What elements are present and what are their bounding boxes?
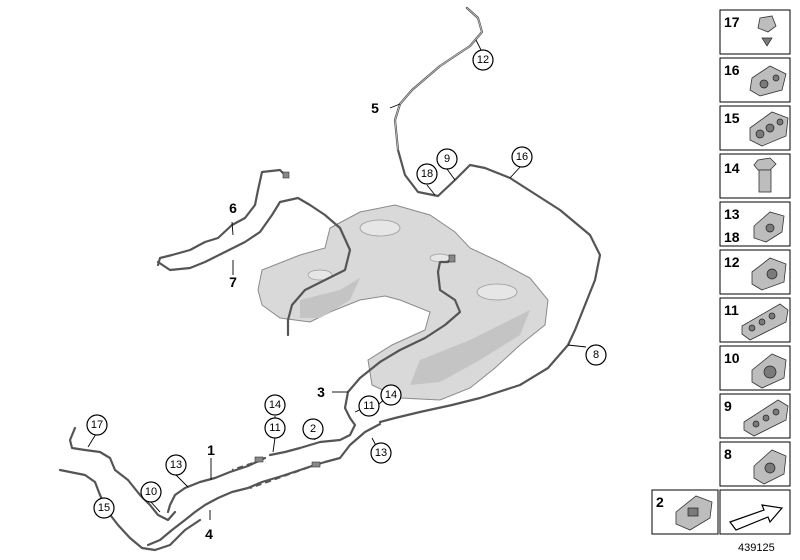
callout-11-a: 11 — [264, 417, 286, 439]
bracket-clip-icon — [751, 257, 787, 291]
svg-text:15: 15 — [98, 502, 110, 514]
svg-text:11: 11 — [269, 422, 280, 434]
callouts: 12 9 18 16 8 14 11 2 — [86, 49, 607, 519]
callout-8: 8 — [585, 344, 607, 366]
pipe-4 — [146, 422, 382, 547]
panel-item-9[interactable]: 9 — [719, 393, 791, 439]
svg-text:2: 2 — [310, 423, 316, 435]
callout-2: 2 — [302, 418, 324, 440]
panel-item-14[interactable]: 14 — [719, 153, 791, 199]
panel-item-11[interactable]: 11 — [719, 297, 791, 343]
pipe-3 — [268, 256, 462, 457]
callout-16: 16 — [511, 146, 533, 168]
diagram-id: 439125 — [738, 542, 775, 554]
svg-text:2: 2 — [656, 494, 664, 510]
callout-18: 18 — [416, 163, 438, 185]
single-clip-icon — [751, 353, 787, 389]
svg-text:14: 14 — [385, 389, 397, 401]
svg-text:13: 13 — [724, 206, 740, 222]
svg-text:12: 12 — [724, 254, 740, 270]
arrow-icon — [729, 504, 784, 531]
callout-11-b: 11 — [358, 395, 380, 417]
panel-item-12[interactable]: 12 — [719, 249, 791, 295]
panel-item-17[interactable]: 17 — [719, 9, 791, 55]
svg-text:15: 15 — [724, 110, 740, 126]
label-3: 3 — [317, 384, 325, 400]
label-4: 4 — [205, 526, 213, 542]
fittings — [254, 171, 456, 468]
callout-15: 15 — [93, 497, 115, 519]
part-labels: 5 6 7 3 1 4 — [205, 100, 379, 542]
panel-item-16[interactable]: 16 — [719, 57, 791, 103]
svg-text:9: 9 — [724, 398, 732, 414]
pipe-6 — [156, 168, 287, 267]
svg-text:12: 12 — [477, 54, 489, 66]
pipe-1 — [166, 456, 267, 514]
parts-side-panel: 17 16 15 — [651, 9, 791, 535]
label-6: 6 — [229, 200, 237, 216]
panel-item-8[interactable]: 8 — [719, 441, 791, 487]
svg-text:10: 10 — [145, 486, 157, 498]
label-7: 7 — [229, 274, 237, 290]
panel-item-15[interactable]: 15 — [719, 105, 791, 151]
grommet-clip-icon — [753, 449, 787, 485]
svg-text:17: 17 — [724, 14, 740, 30]
callout-12: 12 — [472, 49, 494, 71]
svg-text:8: 8 — [724, 446, 732, 462]
quad-clip-icon — [743, 399, 789, 437]
callout-13-b: 13 — [370, 442, 392, 464]
svg-text:9: 9 — [444, 153, 450, 165]
multi-pipe-clip-icon — [741, 303, 789, 341]
callout-9: 9 — [436, 148, 458, 170]
svg-text:11: 11 — [724, 302, 739, 318]
double-clip-icon — [749, 65, 787, 97]
panel-item-10[interactable]: 10 — [719, 345, 791, 391]
svg-text:13: 13 — [375, 447, 387, 459]
pipe-lower-left-b — [58, 468, 202, 552]
triple-clip-icon — [749, 111, 789, 147]
callout-17: 17 — [86, 414, 108, 436]
panel-item-arrow[interactable] — [719, 489, 791, 535]
svg-text:16: 16 — [516, 151, 528, 163]
connector-clip-icon — [675, 495, 713, 531]
svg-text:10: 10 — [724, 350, 740, 366]
pipe-lower-left-a — [68, 426, 177, 522]
svg-text:11: 11 — [363, 400, 374, 412]
svg-text:18: 18 — [421, 168, 433, 180]
svg-text:18: 18 — [724, 229, 740, 245]
callout-14-a: 14 — [264, 394, 286, 416]
svg-text:16: 16 — [724, 62, 740, 78]
svg-text:14: 14 — [724, 160, 740, 176]
label-5: 5 — [371, 100, 379, 116]
fuel-tank — [257, 204, 549, 401]
callout-13-a: 13 — [165, 454, 187, 476]
panel-item-2[interactable]: 2 — [651, 489, 719, 535]
hex-bolt-icon — [753, 157, 777, 193]
panel-item-13-18[interactable]: 13 18 — [719, 201, 791, 247]
label-1: 1 — [207, 442, 215, 458]
pipe-7 — [156, 196, 352, 337]
callout-10: 10 — [140, 481, 162, 503]
pipe-holder-icon — [753, 211, 785, 243]
spring-clip-icon — [757, 15, 777, 47]
svg-text:8: 8 — [593, 349, 599, 361]
svg-text:17: 17 — [91, 419, 103, 431]
svg-text:13: 13 — [170, 459, 182, 471]
callout-14-b: 14 — [380, 384, 402, 406]
svg-text:14: 14 — [269, 399, 281, 411]
